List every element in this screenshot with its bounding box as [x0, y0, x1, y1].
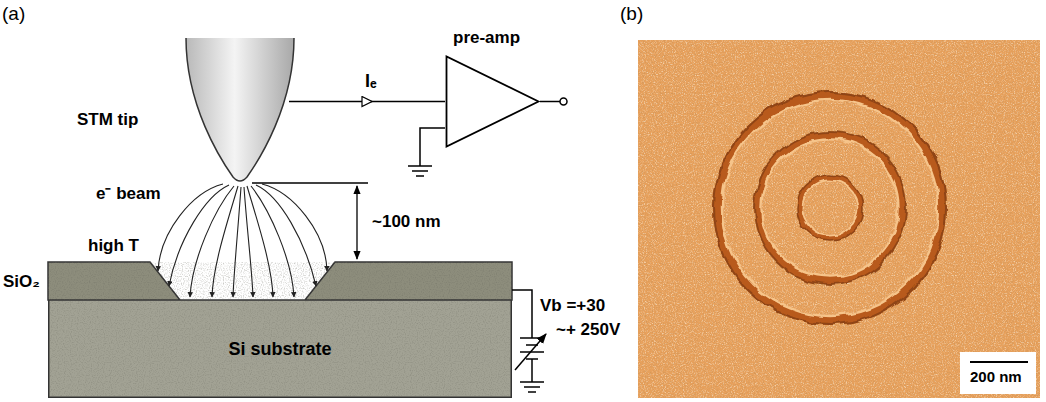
scale-bar	[970, 361, 1028, 363]
layer-label: SiO₂	[3, 272, 40, 292]
scale-label: 200 nm	[970, 368, 1022, 385]
amplifier-triangle	[447, 57, 539, 147]
node-text: STM tip	[77, 110, 138, 130]
stm-tip-outline	[185, 38, 295, 186]
signal-wire	[289, 101, 445, 103]
oxide-layer	[48, 262, 512, 300]
current-label: Iₑ	[363, 71, 379, 92]
stm-tip: STM tip	[185, 38, 295, 186]
si-substrate: Si substrate	[48, 300, 512, 398]
preamp-amplifier: pre-amp	[445, 55, 540, 148]
stm-image	[638, 40, 1040, 398]
dimension-label: ~100 nm	[372, 212, 441, 232]
gap-dimension	[252, 183, 368, 259]
voltage-label: ~+ 250V	[556, 320, 620, 340]
temperature-label: high T	[88, 236, 139, 256]
preamp-amplifier-outline	[445, 55, 540, 148]
voltage-label: Vb =+30	[540, 296, 605, 316]
beam-label: e⁻ beam	[96, 184, 161, 204]
electron-field-lines	[158, 184, 327, 297]
substrate-texture	[50, 301, 511, 397]
panel-label: (a)	[2, 3, 25, 25]
node-text: Si substrate	[228, 339, 331, 360]
scale-bar-box	[960, 352, 1036, 394]
concentric-rings	[714, 92, 946, 324]
tip-shape	[186, 38, 294, 181]
panel-label: (b)	[620, 3, 643, 25]
substrate-fill	[49, 300, 512, 397]
node-text: pre-amp	[453, 28, 520, 48]
